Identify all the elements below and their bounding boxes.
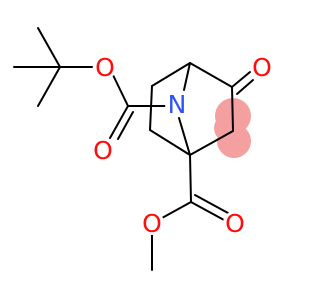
bond-bridgehead-c1-nitrogen [183, 62, 191, 91]
bond-bridgehead-c1-c2 [151, 62, 191, 87]
bond-bridgehead-c4-ester-carbon [189, 154, 192, 203]
molecule-diagram: O O N O O O [13, 27, 274, 271]
bond-ester-double-a [190, 201, 225, 221]
atom-ketone-oxygen: O [252, 53, 272, 82]
label-backdrop [91, 138, 115, 162]
highlight-ring-carbon-c3 [214, 114, 242, 142]
bond-c2-c3 [149, 85, 153, 131]
structure-canvas: O O N O O O [13, 27, 274, 271]
bond-methyl-1 [37, 27, 61, 68]
bond-c3-bridgehead-c4 [149, 129, 191, 156]
bond-ketone-carbon-ch2 [231, 86, 234, 132]
bond-ester-carbon-oxygen [161, 201, 192, 219]
atom-carbamate-carbonyl-oxygen: O [93, 136, 113, 165]
bond-nitrogen-bridgehead-c4 [178, 117, 191, 156]
label-backdrop [223, 211, 247, 235]
bond-oxygen-carbamate-carbon [112, 74, 129, 107]
atom-bridge-nitrogen: N [168, 90, 187, 119]
bond-carbamate-double-b [117, 111, 134, 140]
label-backdrop [93, 55, 117, 79]
label-backdrop [250, 55, 274, 79]
bond-methyl-3 [37, 66, 61, 107]
atom-ester-oxygen: O [95, 53, 115, 82]
bond-ketone-double-a [231, 71, 251, 88]
label-backdrop [140, 211, 164, 235]
bond-ch2-bridgehead-c4 [189, 130, 234, 156]
bond-ketone-double-b [236, 79, 254, 95]
bond-ester-double-b [194, 194, 229, 214]
bond-bridgehead-c1-ketone-carbon [189, 62, 233, 88]
atom-methoxy-oxygen: O [142, 209, 162, 238]
label-backdrop [165, 92, 189, 116]
atom-ester-carbonyl-oxygen: O [225, 209, 245, 238]
bond-carbamate-double-a [109, 105, 129, 139]
